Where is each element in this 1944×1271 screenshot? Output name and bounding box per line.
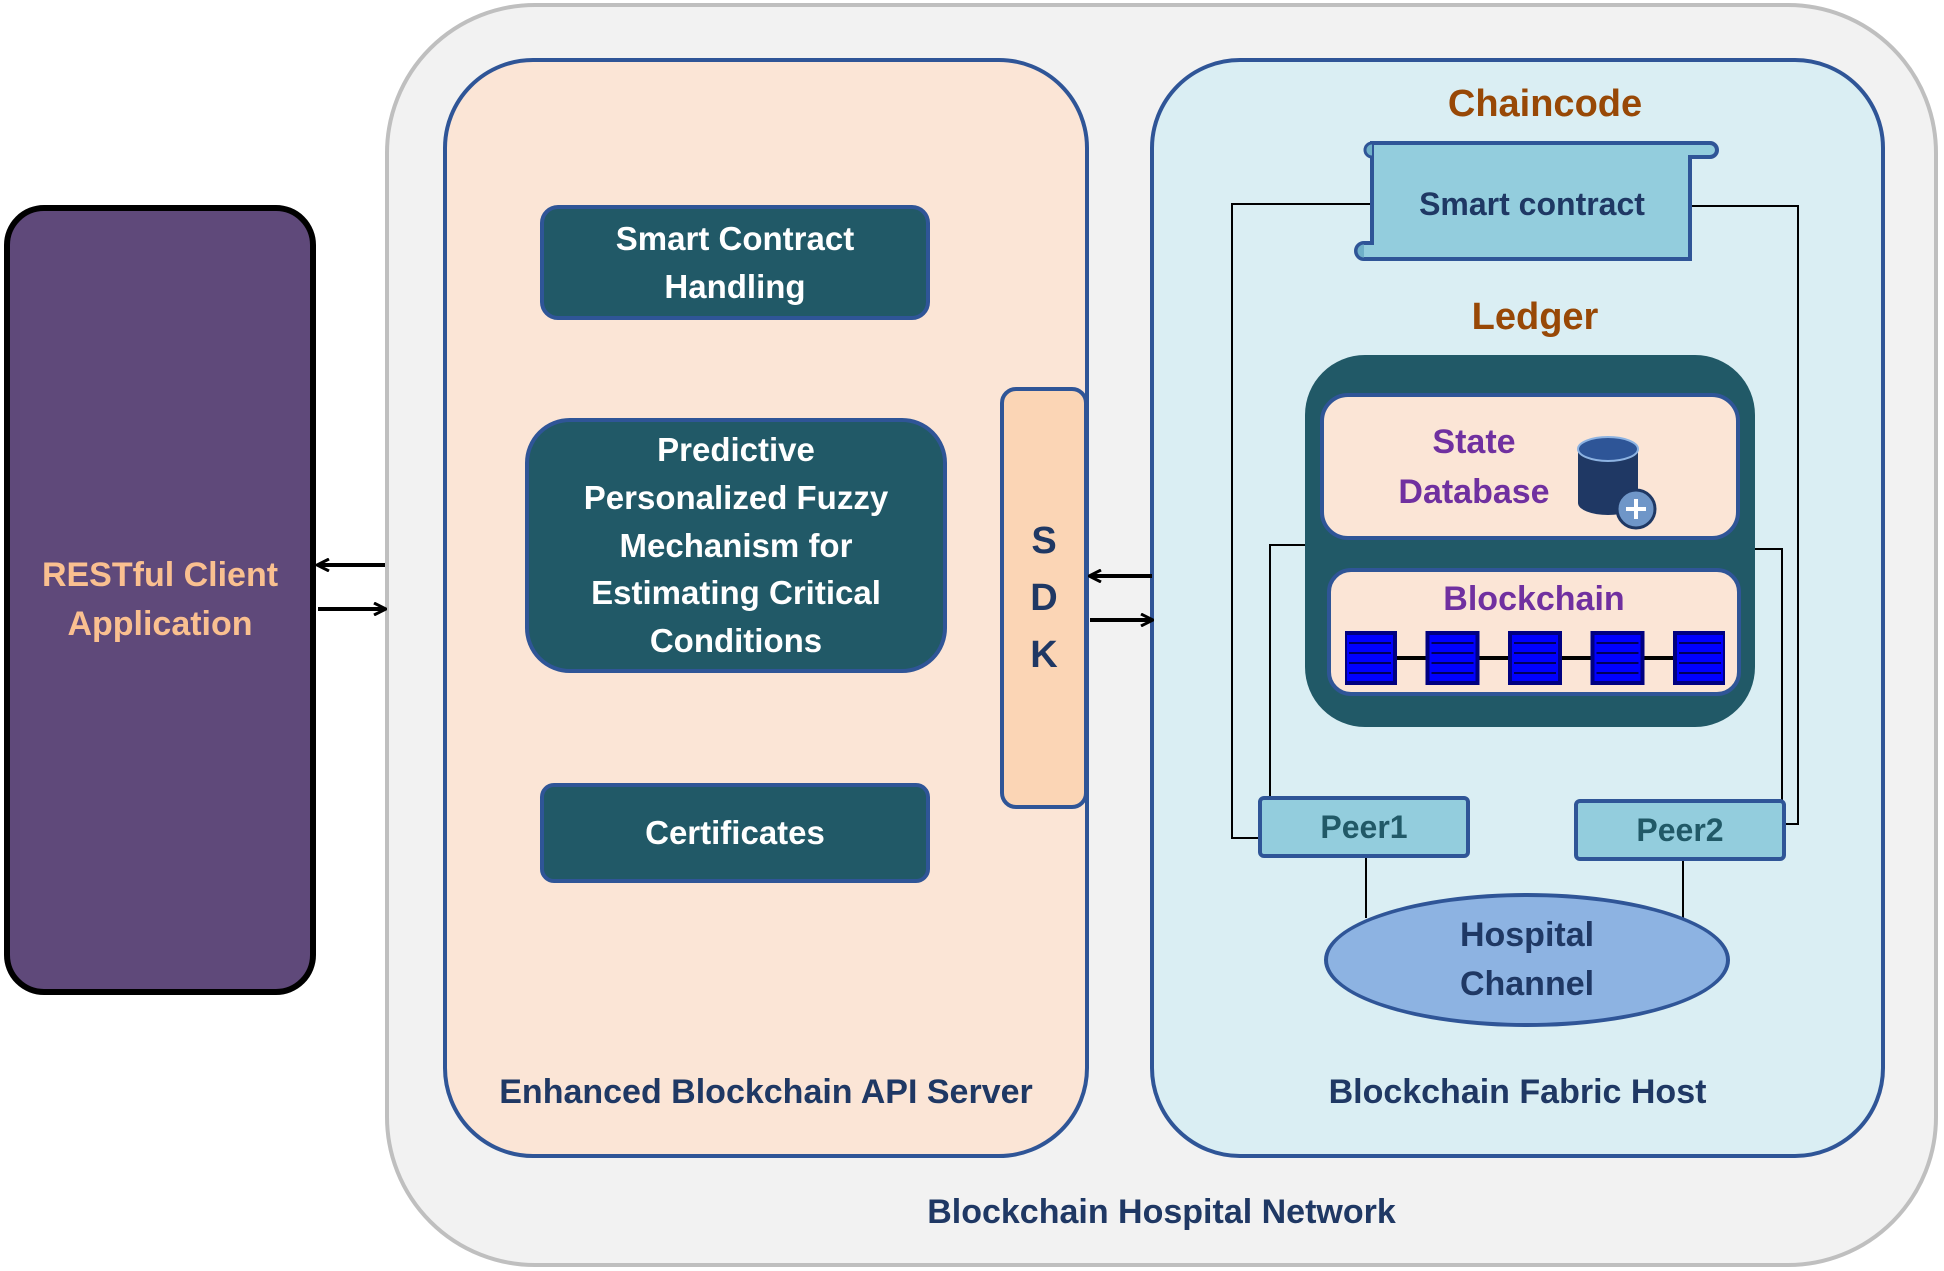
smart-contract-handling-label: Smart Contract Handling xyxy=(615,219,855,305)
certificates-module[interactable]: Certificates xyxy=(540,783,930,883)
peer2-label: Peer2 xyxy=(1636,811,1724,848)
api-server-title: Enhanced Blockchain API Server xyxy=(499,1072,1033,1111)
restful-client-application[interactable]: RESTful Client Application xyxy=(4,205,316,995)
ledger-heading: Ledger xyxy=(1471,295,1599,338)
peer1-to-ledger-line xyxy=(1269,544,1305,800)
peer1-node[interactable]: Peer1 xyxy=(1258,796,1470,858)
blockchain-label: Blockchain xyxy=(1443,580,1625,619)
sdk-box[interactable]: S D K xyxy=(1000,387,1088,809)
fabric-host-title: Blockchain Fabric Host xyxy=(1328,1072,1707,1111)
sdk-letter-s: S xyxy=(1031,519,1057,562)
peer2-node[interactable]: Peer2 xyxy=(1574,799,1786,861)
hospital-channel-label: Hospital Channel xyxy=(1459,915,1595,1003)
peer2-to-chaincode-line xyxy=(1680,205,1799,825)
block-chain-graphic xyxy=(1345,631,1725,685)
peer1-to-chaincode-line xyxy=(1231,203,1400,839)
database-icon xyxy=(1577,436,1657,530)
hospital-channel[interactable]: Hospital Channel xyxy=(1324,893,1730,1027)
certificates-label: Certificates xyxy=(645,814,825,852)
peer1-label: Peer1 xyxy=(1320,808,1408,845)
chaincode-heading: Chaincode xyxy=(1447,82,1643,125)
smart-contract-label: Smart contract xyxy=(1419,186,1645,222)
fuzzy-mechanism-module[interactable]: Predictive Personalized Fuzzy Mechanism … xyxy=(525,418,947,673)
block-icon xyxy=(1345,631,1397,685)
state-database-label: State Database xyxy=(1398,423,1550,511)
sdk-letter-d: D xyxy=(1030,576,1058,619)
block-icon xyxy=(1508,631,1562,685)
blockchain-box[interactable]: Blockchain xyxy=(1327,568,1741,696)
state-database-box[interactable]: State Database xyxy=(1320,393,1740,540)
block-icon xyxy=(1673,631,1725,685)
network-title: Blockchain Hospital Network xyxy=(927,1192,1396,1231)
sdk-letter-k: K xyxy=(1030,633,1058,676)
block-icon xyxy=(1425,631,1480,685)
block-icon xyxy=(1590,631,1645,685)
fuzzy-mechanism-label: Predictive Personalized Fuzzy Mechanism … xyxy=(583,430,889,660)
restful-client-label: RESTful Client Application xyxy=(41,555,279,643)
smart-contract-handling-module[interactable]: Smart Contract Handling xyxy=(540,205,930,320)
smart-contract-scroll[interactable]: Smart contract xyxy=(1350,135,1720,265)
